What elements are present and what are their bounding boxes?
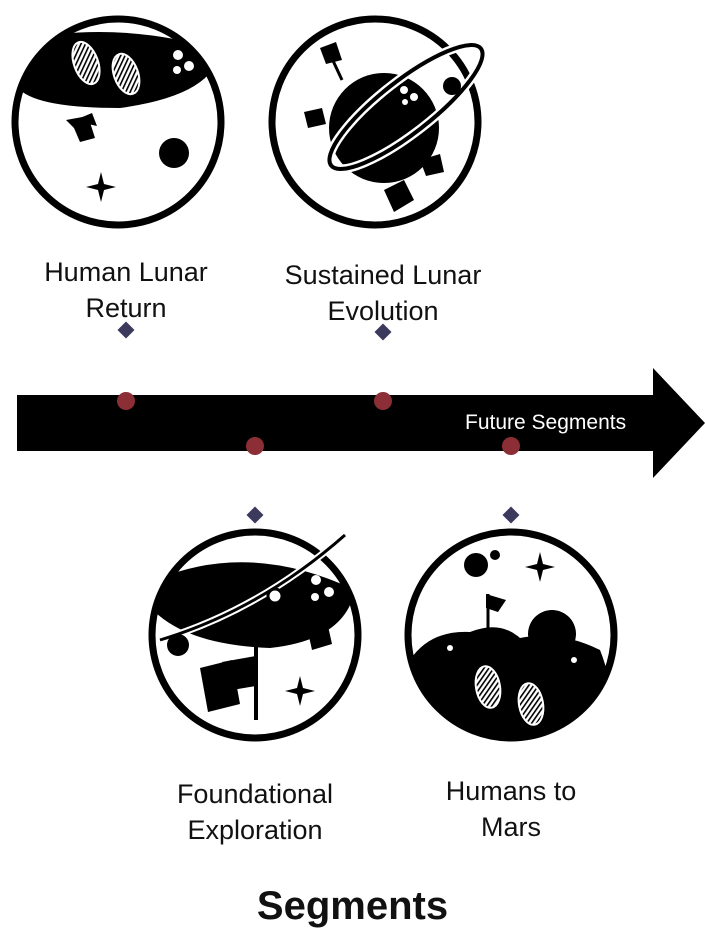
moon-surface-footprints-icon bbox=[15, 19, 221, 225]
moon-orbit-flags-icon bbox=[272, 19, 497, 225]
moon-orbit-flag-icon bbox=[152, 532, 358, 738]
segment-label-foundational-exploration: Foundational Exploration bbox=[137, 776, 373, 848]
segment-label-sustained-lunar-evolution: Sustained Lunar Evolution bbox=[250, 257, 516, 329]
connector-human-lunar-return bbox=[117, 322, 135, 410]
connector-sustained-lunar-evolution bbox=[374, 324, 392, 410]
connector-foundational-exploration bbox=[246, 437, 264, 523]
diagram-title: Segments bbox=[0, 882, 705, 930]
connector-humans-to-mars bbox=[502, 437, 520, 523]
mars-surface-footprints-icon bbox=[408, 532, 614, 740]
segment-label-humans-to-mars: Humans to Mars bbox=[398, 773, 624, 845]
segment-label-human-lunar-return: Human Lunar Return bbox=[8, 254, 244, 326]
timeline-label: Future Segments bbox=[465, 411, 626, 435]
